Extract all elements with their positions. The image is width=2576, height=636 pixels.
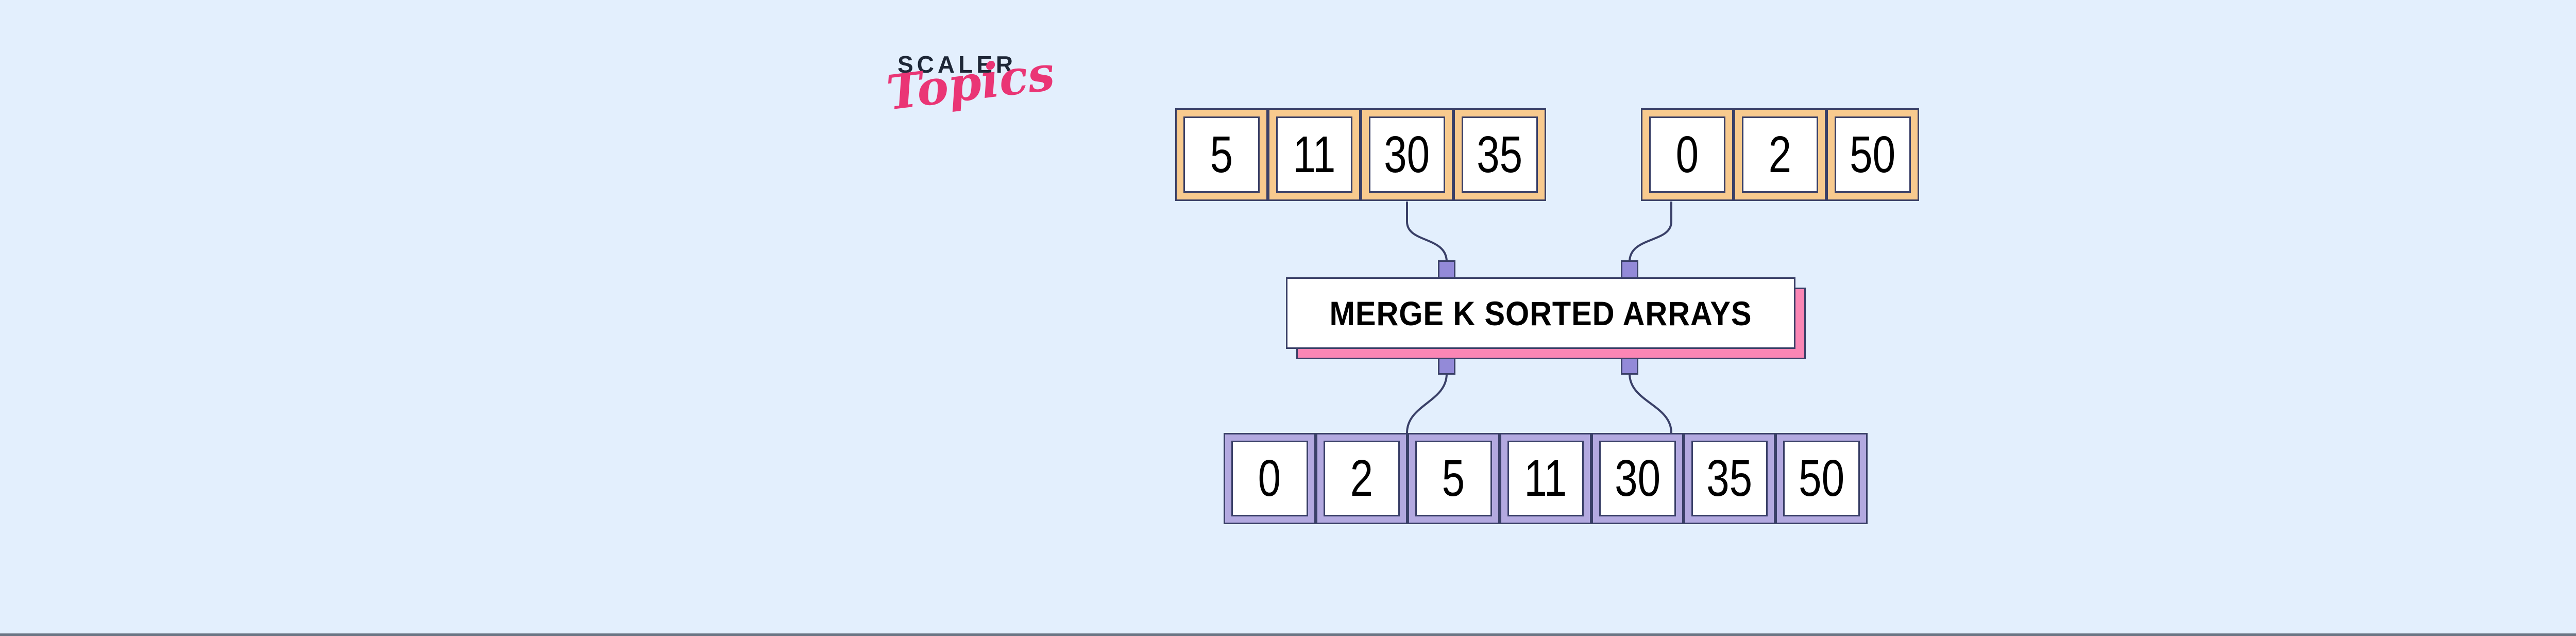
array-cell: 30 [1591,433,1684,524]
cell-value: 11 [1293,125,1336,183]
array-cell-inner: 0 [1231,441,1308,516]
merge-box: MERGE K SORTED ARRAYS [1286,277,1795,349]
logo-brand-text: SCALER [897,51,1017,78]
connector-array2-to-merge [1629,202,1672,262]
array-cell: 0 [1641,108,1734,201]
array-cell-inner: 35 [1462,116,1538,193]
connector-merge-to-output-left [1406,373,1448,433]
output-array: 0 2 5 11 30 35 50 [1224,433,1868,524]
array-cell: 0 [1224,433,1316,524]
cell-value: 2 [1768,125,1792,183]
array-cell-inner: 2 [1742,116,1818,193]
cell-value: 30 [1384,125,1430,183]
connector-array1-to-merge [1406,202,1448,262]
array-cell: 2 [1315,433,1408,524]
array-cell: 35 [1683,433,1775,524]
array-cell: 50 [1826,108,1919,201]
array-cell: 5 [1408,433,1500,524]
array-cell-inner: 5 [1183,116,1260,193]
array-cell-inner: 2 [1323,441,1400,516]
array-cell-inner: 30 [1599,441,1676,516]
cell-value: 35 [1477,125,1523,183]
connector-port-top-left [1438,260,1455,280]
array-cell: 11 [1268,108,1361,201]
array-cell: 30 [1361,108,1453,201]
array-cell-inner: 35 [1691,441,1768,516]
cell-value: 30 [1614,449,1660,507]
merge-box-label: MERGE K SORTED ARRAYS [1329,294,1752,332]
array-cell-inner: 5 [1415,441,1492,516]
cell-value: 5 [1442,449,1465,507]
cell-value: 50 [1798,449,1844,507]
cell-value: 5 [1210,125,1233,183]
array-cell: 5 [1175,108,1268,201]
array-cell-inner: 30 [1369,116,1445,193]
array-cell-inner: 0 [1649,116,1725,193]
array-cell-inner: 11 [1276,116,1352,193]
cell-value: 0 [1258,449,1281,507]
cell-value: 0 [1675,125,1699,183]
array-cell-inner: 50 [1783,441,1860,516]
array-cell-inner: 11 [1507,441,1584,516]
cell-value: 2 [1350,449,1374,507]
array-cell-inner: 50 [1835,116,1911,193]
input-array-1: 5 11 30 35 [1175,108,1546,201]
cell-value: 11 [1524,449,1567,507]
array-cell: 11 [1499,433,1591,524]
connector-merge-to-output-right [1629,373,1672,433]
cell-value: 35 [1706,449,1753,507]
array-cell: 2 [1734,108,1826,201]
bottom-rule [0,633,2576,636]
array-cell: 35 [1453,108,1546,201]
array-cell: 50 [1775,433,1868,524]
cell-value: 50 [1850,125,1896,183]
input-array-2: 0 2 50 [1641,108,1919,201]
